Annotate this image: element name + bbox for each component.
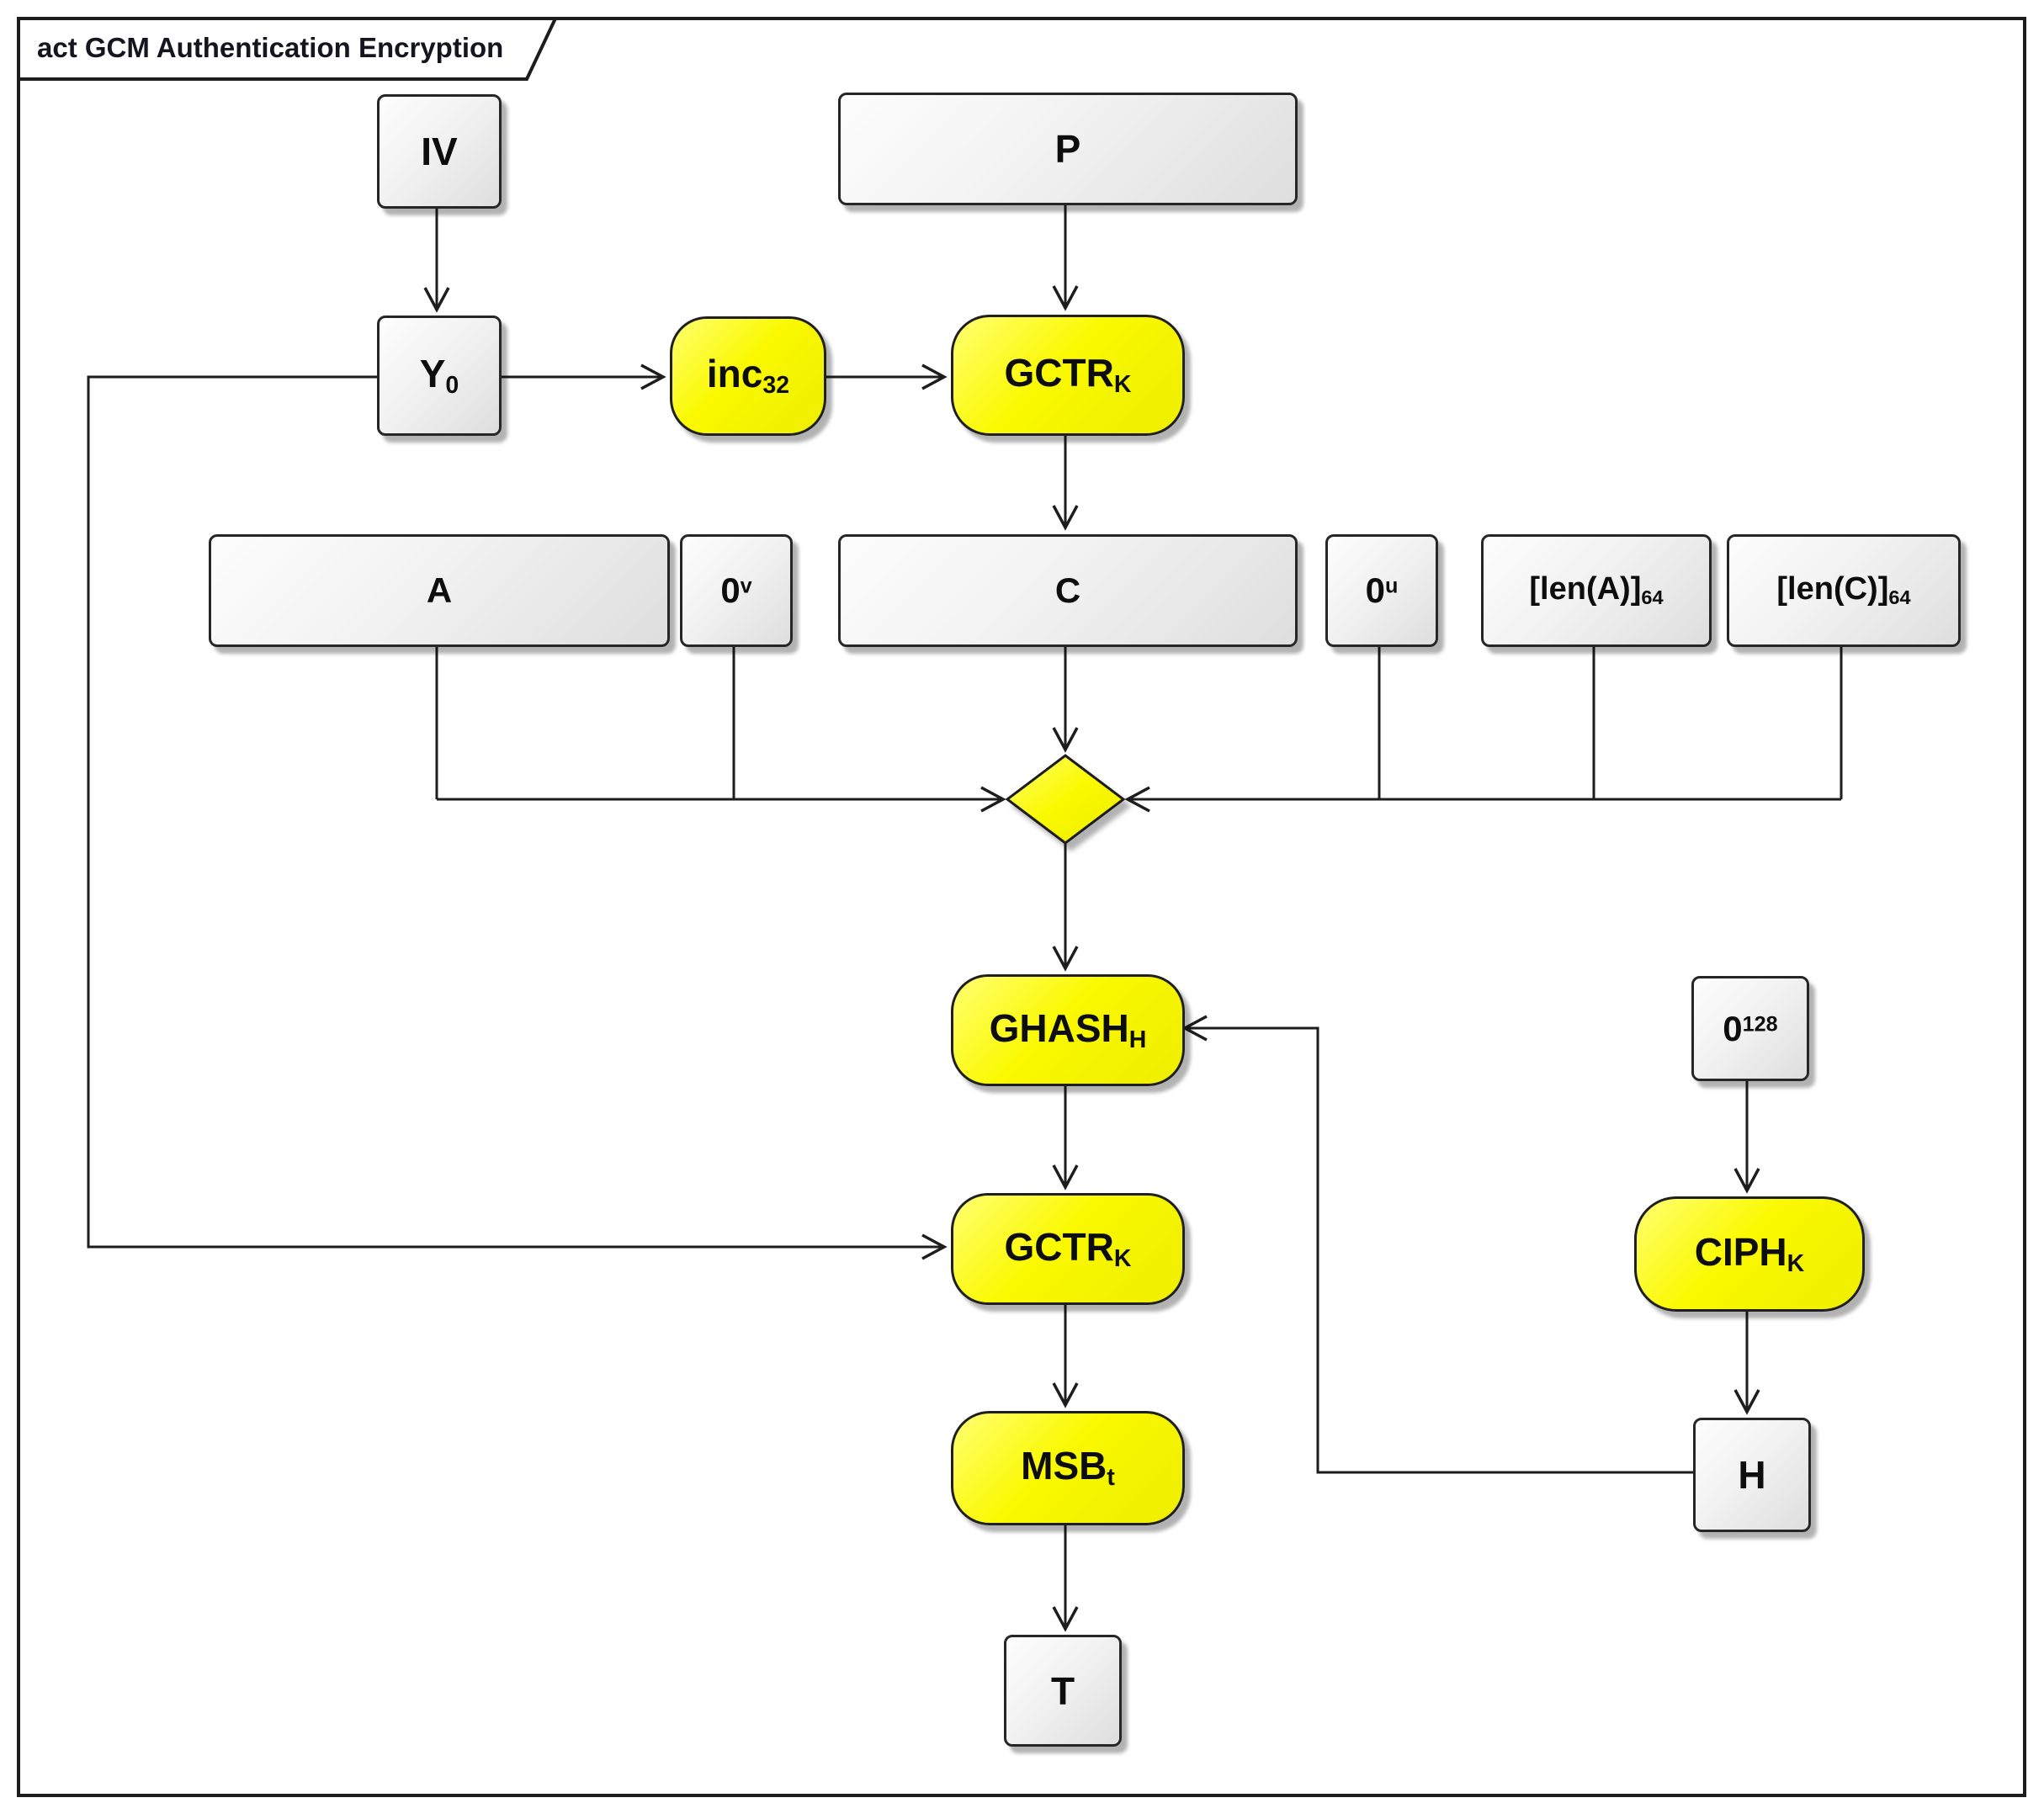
node-gctr-top-label: GCTRK [1004, 351, 1132, 399]
node-msb-label: MSBt [1021, 1444, 1115, 1492]
node-zero-128-label: 0128 [1723, 1008, 1778, 1048]
node-len-c: [len(C)]64 [1727, 534, 1961, 647]
node-gctr-top: GCTRK [951, 315, 1185, 436]
node-zero-128: 0128 [1691, 976, 1809, 1081]
node-gctr-bottom-label: GCTRK [1004, 1224, 1132, 1272]
node-a-label: A [426, 570, 453, 610]
node-p: P [838, 93, 1298, 205]
node-t: T [1004, 1635, 1122, 1747]
node-ghash-label: GHASHH [989, 1005, 1147, 1053]
node-zero-u: 0u [1325, 534, 1438, 647]
merge-diamond-node [1005, 754, 1126, 845]
node-ciph-label: CIPHK [1694, 1229, 1805, 1277]
node-len-a-label: [len(A)]64 [1529, 571, 1664, 609]
node-ghash: GHASHH [951, 974, 1185, 1086]
node-t-label: T [1050, 1668, 1075, 1713]
node-gctr-bottom: GCTRK [951, 1193, 1185, 1305]
node-c: C [838, 534, 1298, 647]
node-y0: Y0 [377, 316, 502, 436]
diagram-frame [17, 17, 2026, 1797]
node-h-label: H [1738, 1453, 1766, 1497]
node-inc32: inc32 [670, 316, 826, 436]
node-msb: MSBt [951, 1411, 1185, 1525]
node-a: A [209, 534, 670, 647]
node-p-label: P [1054, 127, 1081, 171]
node-len-c-label: [len(C)]64 [1776, 571, 1911, 609]
diagram-title: act GCM Authentication Encryption [37, 32, 504, 63]
node-inc32-label: inc32 [706, 352, 790, 400]
edge-y0-gctr-bottom-feedback [87, 375, 948, 1260]
node-zero-v: 0v [680, 534, 793, 647]
node-zero-v-label: 0v [720, 570, 752, 610]
node-ciph: CIPHK [1634, 1196, 1865, 1312]
edge-h-ghash-feedback [1181, 1015, 1693, 1474]
node-iv-label: IV [421, 130, 458, 173]
node-c-label: C [1054, 570, 1081, 610]
node-y0-label: Y0 [419, 351, 459, 399]
node-iv: IV [377, 94, 502, 209]
node-zero-u-label: 0u [1365, 570, 1399, 610]
node-h: H [1693, 1418, 1811, 1532]
connectors [87, 200, 1843, 1632]
title-tab [17, 17, 559, 81]
node-len-a: [len(A)]64 [1481, 534, 1712, 647]
